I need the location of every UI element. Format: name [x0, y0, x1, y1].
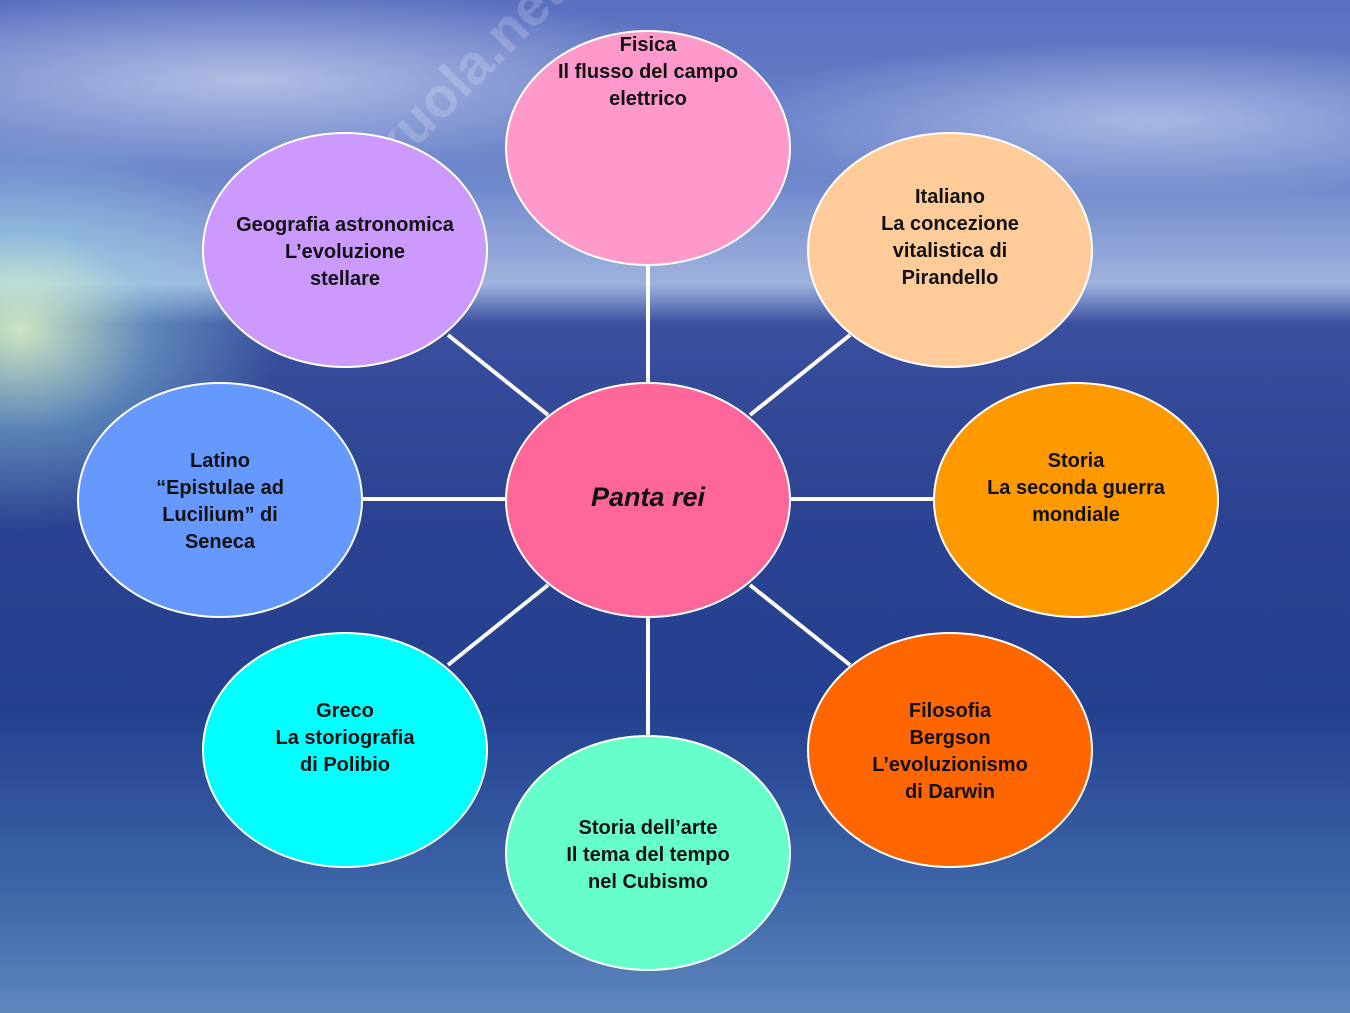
node-line: Il tema del tempo [566, 844, 730, 866]
node-line: L’evoluzione [284, 241, 406, 263]
node-line: vitalistica di [892, 240, 1008, 262]
node-line: L’evoluzionismo [872, 754, 1028, 776]
center-node: Panta rei [505, 382, 791, 618]
node-line: Fisica [619, 34, 677, 56]
node-line: mondiale [1032, 504, 1120, 526]
node-text: Italiano La concezione vitalistica di Piran… [809, 184, 1091, 292]
node-line: Storia dell’arte [578, 817, 718, 839]
link-geografia [446, 333, 550, 417]
node-line: Bergson [909, 727, 991, 749]
link-filosofia [748, 583, 852, 667]
node-line: Geografia astronomica [236, 214, 454, 236]
node-text: Storia La seconda guerra mondiale [935, 448, 1217, 529]
node-fisica: Fisica Il flusso del campo elettrico [505, 30, 791, 266]
node-line: Italiano [914, 186, 985, 208]
link-italiano [748, 333, 852, 417]
node-greco: Greco La storiografia di Polibio [202, 632, 488, 868]
node-line: Lucilium” di [162, 504, 278, 526]
node-line: Il flusso del campo [557, 61, 739, 83]
node-storia: Storia La seconda guerra mondiale [933, 382, 1219, 618]
node-line: La concezione [881, 213, 1019, 235]
node-line: Seneca [184, 531, 256, 553]
node-line: di Darwin [904, 781, 995, 803]
node-line: La storiografia [275, 727, 415, 749]
node-line: Latino [190, 450, 250, 472]
node-italiano: Italiano La concezione vitalistica di Piran… [807, 132, 1093, 368]
node-line: nel Cubismo [587, 871, 708, 893]
node-text: Storia dell’arte Il tema del tempo nel Cub… [507, 815, 789, 896]
node-line: Storia [1047, 450, 1105, 472]
node-text: Latino “Epistulae ad Lucilium” di Seneca [79, 448, 361, 556]
link-greco [446, 583, 550, 667]
node-text: Fisica Il flusso del campo elettrico [507, 32, 789, 113]
node-line: stellare [309, 268, 381, 290]
node-line: di Polibio [300, 754, 390, 776]
node-line: Filosofia [908, 700, 992, 722]
node-storia-arte: Storia dell’arte Il tema del tempo nel Cub… [505, 735, 791, 971]
node-line: Pirandello [901, 267, 999, 289]
node-latino: Latino “Epistulae ad Lucilium” di Seneca [77, 382, 363, 618]
node-line: elettrico [609, 88, 687, 110]
node-line: “Epistulae ad [156, 477, 284, 499]
center-label: Panta rei [590, 482, 706, 512]
node-text: Greco La storiografia di Polibio [204, 698, 486, 779]
node-line: La seconda guerra [987, 477, 1165, 499]
node-line: Greco [316, 700, 374, 722]
